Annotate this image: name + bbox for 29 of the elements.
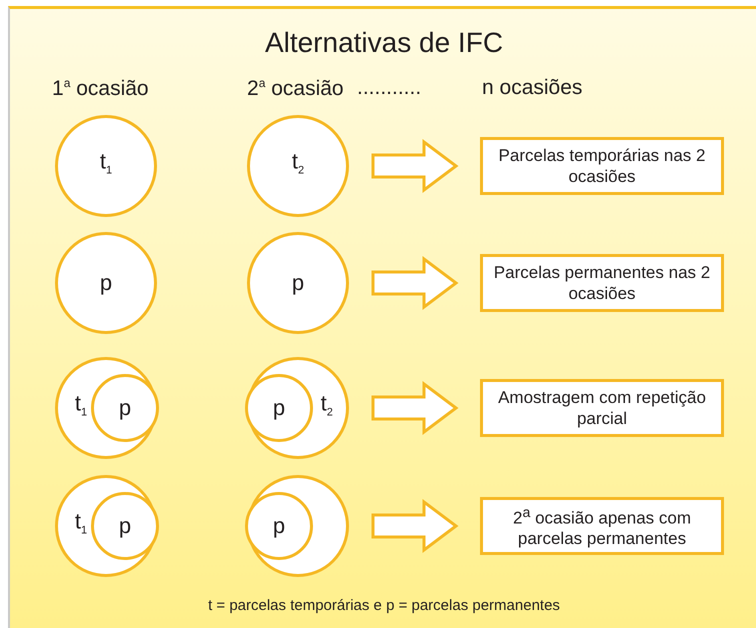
- circle-label: t$_{2}$: [320, 391, 333, 421]
- circle-label: t$_{1}$: [74, 509, 88, 539]
- result-box: [480, 137, 724, 195]
- column-heading: 2$^{a}$ ocasião: [247, 76, 344, 101]
- result-box: [480, 254, 724, 312]
- circle-label: t$_{2}$: [292, 149, 304, 179]
- circle-label: p: [118, 396, 132, 420]
- block-arrow: [372, 381, 458, 435]
- block-arrow: [372, 256, 458, 310]
- column-heading: 1$^{a}$ ocasião: [52, 76, 149, 101]
- column-heading: n ocasiões: [482, 76, 582, 100]
- result-box: [480, 497, 724, 555]
- circle-label: t$_{1}$: [100, 149, 112, 179]
- result-text: Parcelas temporárias nas 2 ocasiões: [498, 145, 706, 187]
- circle-label: p: [272, 396, 286, 420]
- circle-label: t$_{1}$: [74, 391, 88, 421]
- caption: t = parcelas temporárias e p = parcelas permanentes: [207, 597, 561, 614]
- circle-label: p: [118, 514, 132, 538]
- diagram-title: Alternativas de IFC: [264, 27, 504, 59]
- block-arrow: [372, 499, 458, 553]
- circle-label: p: [100, 271, 112, 295]
- circle-label: p: [292, 271, 304, 295]
- circle-label: p: [272, 514, 286, 538]
- block-arrow: [372, 139, 458, 193]
- result-text: Amostragem com repetição parcial: [497, 387, 707, 429]
- result-box: [480, 379, 724, 437]
- result-text: 2$^{a}$ ocasião apenas com parcelas permanentes: [512, 504, 692, 550]
- column-heading: ...........: [357, 76, 422, 100]
- result-text: Parcelas permanentes nas 2 ocasiões: [492, 262, 712, 304]
